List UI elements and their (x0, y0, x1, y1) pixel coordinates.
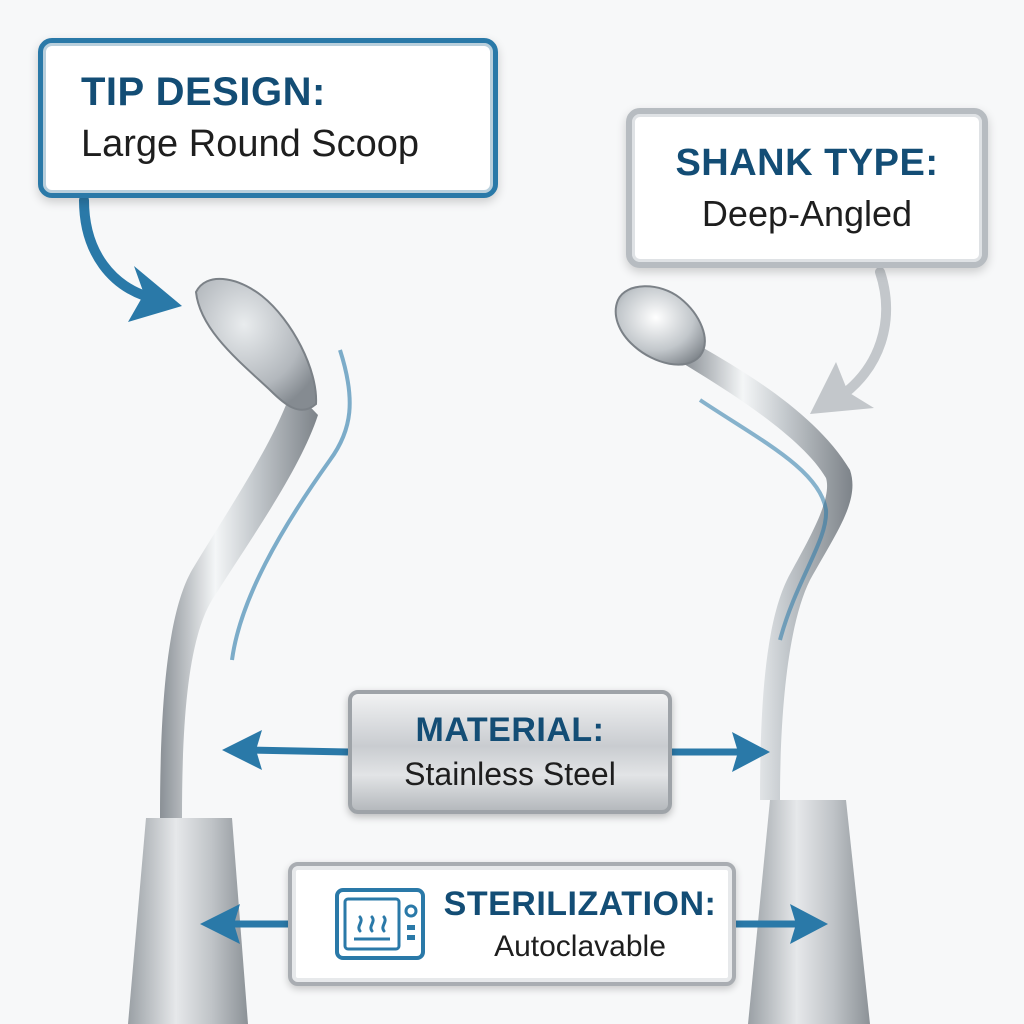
sterilization-value: Autoclavable (494, 929, 666, 963)
steril-right-arrowhead (790, 904, 828, 944)
autoclave-icon (334, 888, 425, 960)
steril-left-arrowhead (200, 904, 240, 944)
material-right-arrowhead (732, 732, 770, 772)
sterilization-callout: STERILIZATION: Autoclavable (288, 862, 736, 986)
shank-pointer-arrow (833, 267, 892, 403)
right-blue-highlight (698, 398, 829, 641)
material-callout: MATERIAL: Stainless Steel (348, 690, 672, 814)
left-scoop-tip (194, 278, 318, 411)
pointer-arrows (79, 195, 892, 944)
material-value: Stainless Steel (404, 756, 616, 792)
shank-type-callout: SHANK TYPE: Deep-Angled (626, 108, 988, 268)
right-scoop-tip (614, 285, 706, 366)
material-left-arrow (249, 746, 349, 756)
right-handle (748, 800, 870, 1024)
tip-pointer-arrowhead (128, 266, 182, 322)
right-shank (684, 346, 853, 800)
left-instrument (128, 278, 352, 1024)
shank-pointer-arrowhead (810, 362, 874, 414)
material-title: MATERIAL: (415, 711, 605, 749)
left-handle (128, 818, 248, 1024)
tip-design-value: Large Round Scoop (81, 123, 420, 165)
right-instrument (614, 285, 870, 1024)
material-left-arrowhead (222, 730, 262, 770)
shank-type-value: Deep-Angled (701, 192, 913, 234)
shank-type-title: SHANK TYPE: (675, 141, 939, 184)
tip-design-title: TIP DESIGN: (81, 70, 326, 114)
tip-design-callout: TIP DESIGN: Large Round Scoop (38, 38, 498, 198)
sterilization-text: STERILIZATION: Autoclavable (444, 885, 717, 964)
left-blue-highlight (230, 349, 352, 661)
sterilization-title: STERILIZATION: (443, 884, 717, 923)
left-shank (160, 388, 318, 818)
